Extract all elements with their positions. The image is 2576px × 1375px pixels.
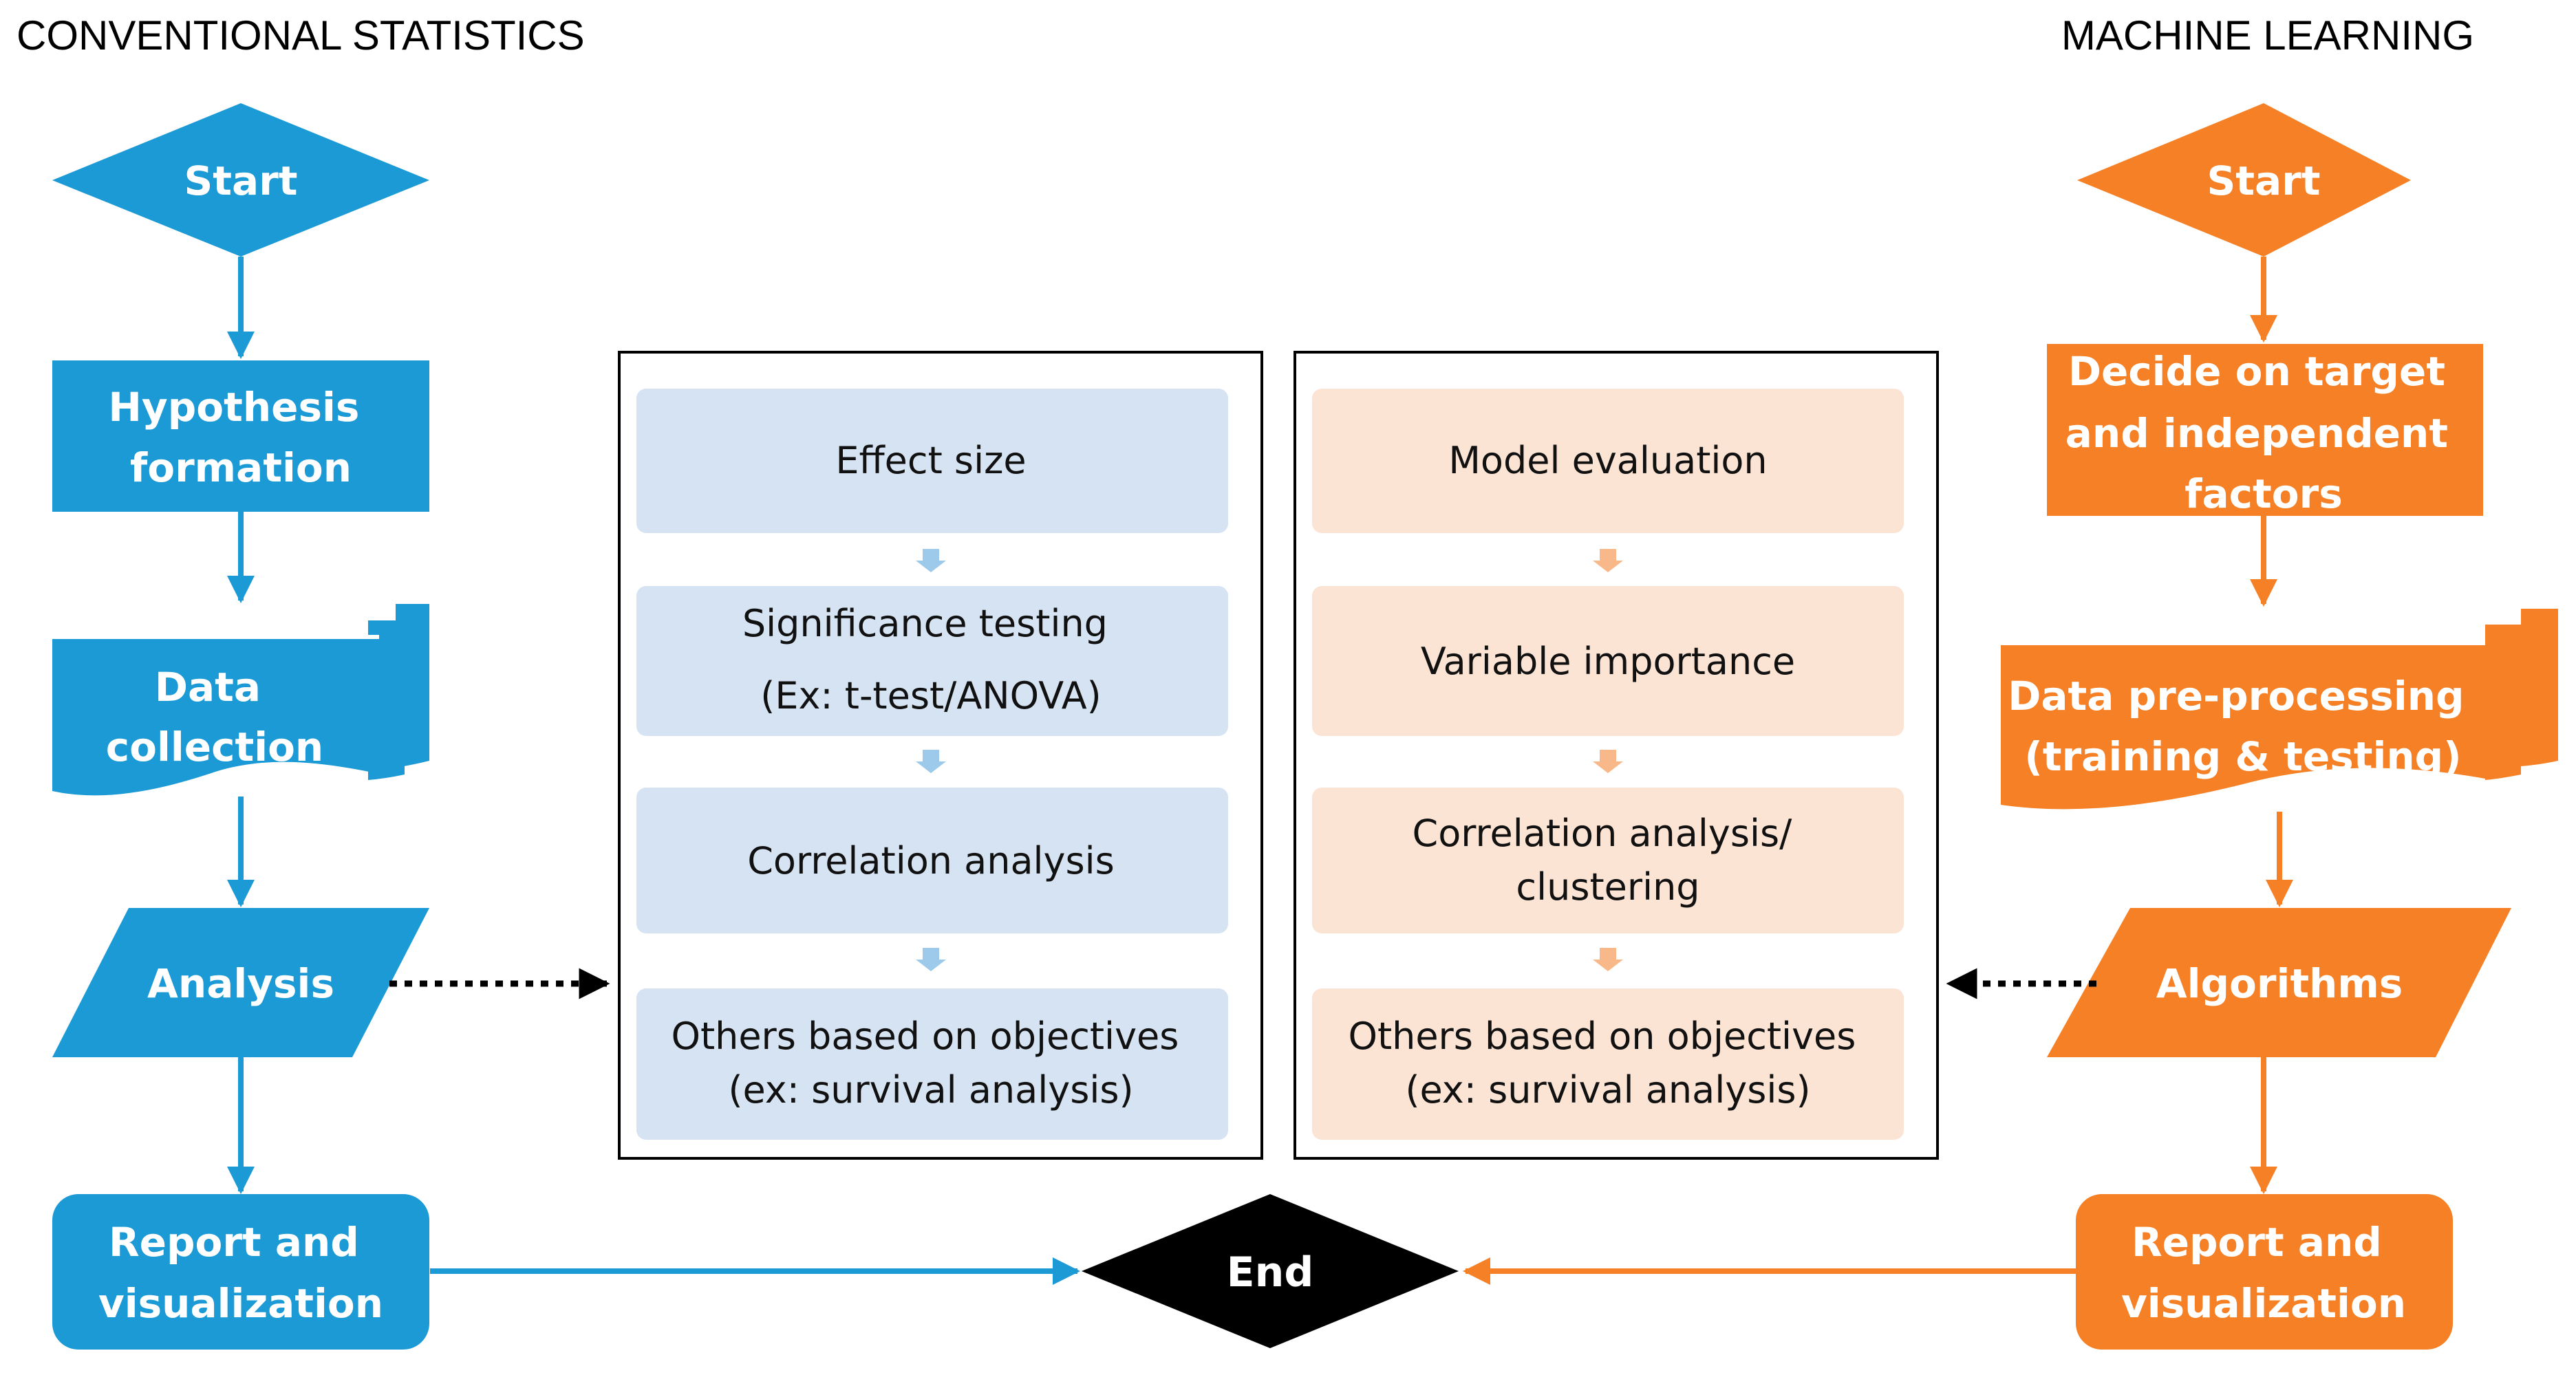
stats-data-collection-label: Data collection (106, 664, 323, 770)
stats-data-doc-gap (52, 635, 379, 639)
ml-algorithms-label: Algorithms (2156, 960, 2403, 1007)
ml-decide-label: Decide on target and independent factors (2065, 348, 2462, 517)
stats-step-box-3 (636, 788, 1228, 933)
ml-step-box-1 (1312, 389, 1904, 533)
stats-hypothesis-box (52, 360, 429, 512)
ml-analysis-panel: Model evaluation Variable importance Cor… (1294, 351, 1939, 1160)
stats-report-label: Report and visualization (98, 1219, 383, 1327)
ml-preproc-doc-gap (2001, 641, 2485, 645)
stats-analysis-panel: Effect size Significance testing (Ex: t-… (618, 351, 1263, 1160)
stats-data-doc-front (52, 639, 379, 796)
stats-step-box-1 (636, 389, 1228, 533)
ml-step-model-evaluation: Model evaluation (1448, 439, 1767, 482)
ml-report-box (2076, 1194, 2453, 1350)
ml-decide-box (2047, 344, 2483, 516)
stats-analysis-label: Analysis (147, 960, 334, 1007)
stats-start-shape (52, 103, 429, 257)
stats-hypothesis-label: Hypothesis formation (108, 384, 373, 491)
end-label: End (1227, 1248, 1314, 1297)
stats-flow: Start Hypothesis formation Data collecti… (52, 103, 1080, 1350)
ml-preproc-doc-front (2001, 645, 2485, 810)
ml-down-arrow-3 (1593, 948, 1623, 971)
ml-algorithms-shape (2047, 908, 2511, 1057)
stats-step-effect-size: Effect size (835, 439, 1026, 482)
ml-step-correlation-clustering: Correlation analysis/ clustering (1413, 812, 1804, 909)
stats-step-box-4 (636, 988, 1228, 1140)
ml-flow: Start Decide on target and independent f… (1463, 103, 2558, 1350)
stats-step-significance: Significance testing (Ex: t-test/ANOVA) (742, 602, 1119, 717)
ml-step-variable-importance: Variable importance (1421, 640, 1795, 683)
ml-step-others: Others based on objectives (ex: survival… (1348, 1015, 1867, 1112)
ml-preprocessing-label: Data pre-processing (training & testing) (2008, 673, 2478, 780)
stats-start-label: Start (184, 158, 298, 204)
ml-step-box-2 (1312, 586, 1904, 736)
stats-step-others: Others based on objectives (ex: survival… (671, 1015, 1190, 1112)
stats-analysis-shape (52, 908, 429, 1057)
ml-step-box-4 (1312, 988, 1904, 1140)
ml-down-arrow-1 (1593, 549, 1623, 572)
stats-down-arrow-3 (916, 948, 946, 971)
ml-start-shape (2077, 103, 2411, 257)
stats-report-box (52, 1194, 429, 1350)
ml-title: MACHINE LEARNING (2061, 12, 2474, 58)
stats-down-arrow-2 (916, 750, 946, 773)
stats-step-box-2 (636, 586, 1228, 736)
stats-step-correlation: Correlation analysis (747, 839, 1115, 883)
stats-down-arrow-1 (916, 549, 946, 572)
ml-start-label: Start (2207, 158, 2321, 204)
stats-title: CONVENTIONAL STATISTICS (17, 12, 585, 58)
ml-down-arrow-2 (1593, 750, 1623, 773)
ml-report-label: Report and visualization (2121, 1219, 2406, 1327)
end-shape (1082, 1194, 1459, 1348)
ml-step-box-3 (1312, 788, 1904, 933)
